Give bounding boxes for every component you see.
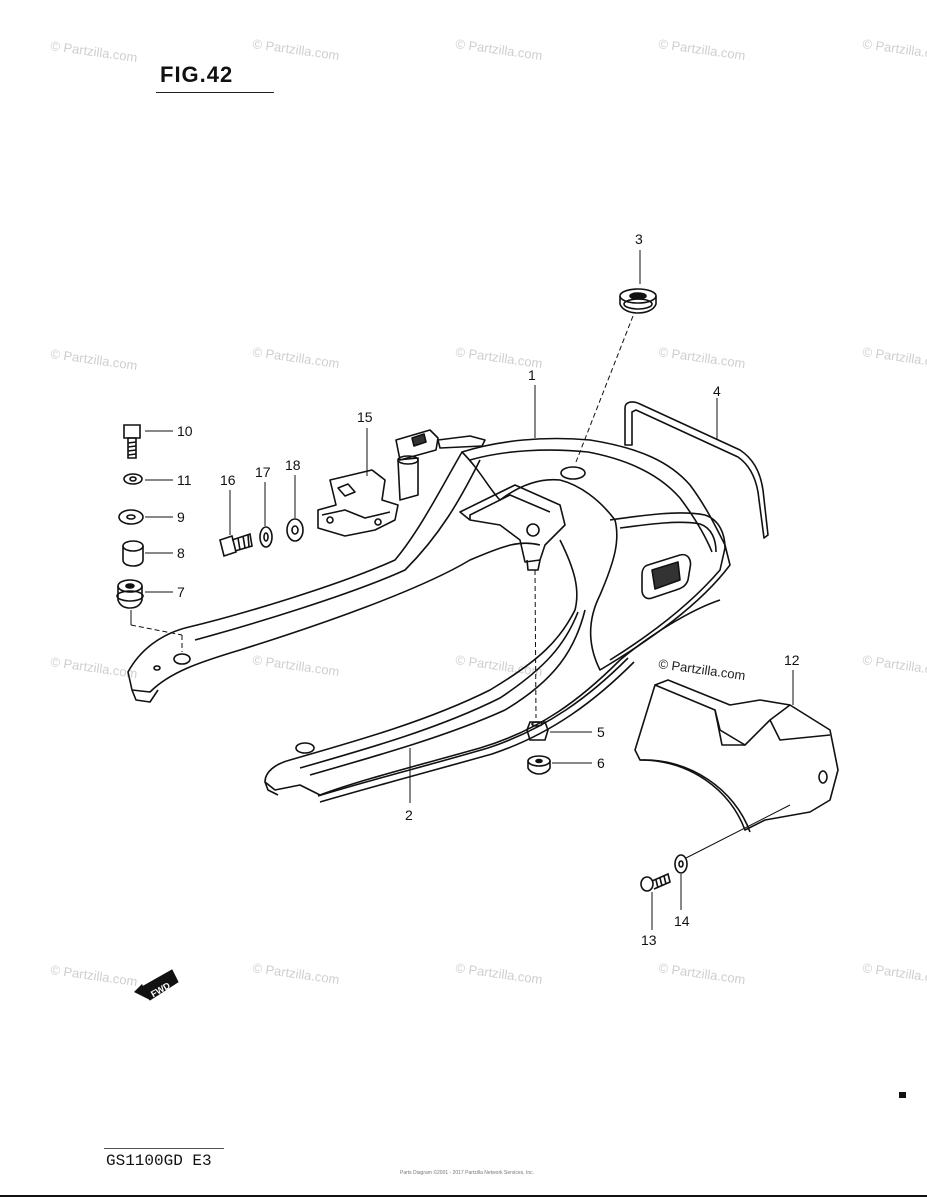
watermark: © Partzilla.com	[50, 346, 139, 373]
part-12-fender-cover	[634, 679, 839, 833]
figure-title-underline	[156, 92, 274, 93]
callout-15: 15	[357, 409, 373, 425]
callout-8: 8	[177, 545, 185, 561]
watermark: © Partzilla.com	[455, 36, 544, 63]
page-end-mark	[899, 1092, 906, 1098]
watermark: © Partzilla.com	[658, 36, 747, 63]
callout-2: 2	[405, 807, 413, 823]
part-13-screw	[640, 872, 671, 892]
callout-1: 1	[528, 367, 536, 383]
watermark: © Partzilla.com	[50, 38, 139, 65]
part-14-washer	[674, 854, 688, 874]
part-10-bolt	[123, 424, 141, 459]
part-3-grommet	[619, 288, 657, 314]
figure-title: FIG.42	[160, 62, 234, 87]
callout-18: 18	[285, 457, 301, 473]
watermark: © Partzilla.com	[252, 652, 341, 679]
watermark: © Partzilla.com	[50, 962, 139, 989]
callout-5: 5	[597, 724, 605, 740]
callout-14: 14	[674, 913, 690, 929]
callout-9: 9	[177, 509, 185, 525]
part-5-nut	[526, 721, 549, 741]
watermark: © Partzilla.com	[252, 344, 341, 371]
callout-16: 16	[220, 472, 236, 488]
leader-lines	[130, 250, 794, 930]
footer-copyright: Parts Diagram ©2001 - 2017 Partzilla Net…	[400, 1170, 535, 1176]
model-code-rule	[104, 1148, 224, 1149]
part-8-collar	[122, 540, 144, 567]
part-6-cushion	[527, 755, 551, 775]
callout-10: 10	[177, 423, 193, 439]
callout-12: 12	[784, 652, 800, 668]
watermark: © Partzilla.com	[455, 960, 544, 987]
watermark: © Partzilla.com	[862, 960, 927, 987]
watermark: © Partzilla.com	[658, 960, 747, 987]
part-16-bolt	[219, 532, 253, 558]
page-bottom-rule	[0, 1195, 927, 1197]
callout-11: 11	[177, 472, 192, 488]
fwd-arrow-icon: FWD	[134, 969, 179, 1001]
callout-13: 13	[641, 932, 657, 948]
callout-7: 7	[177, 584, 185, 600]
watermark-prominent: © Partzilla.com	[658, 656, 747, 683]
callout-3: 3	[635, 231, 643, 247]
watermark: © Partzilla.com	[862, 36, 927, 63]
watermark: © Partzilla.com	[658, 344, 747, 371]
callout-labels: 1 2 3 4 5 6 7 8 9 10 11 12 13 14 15 16 1…	[177, 231, 800, 948]
watermark: © Partzilla.com	[252, 36, 341, 63]
watermark: © Partzilla.com	[862, 344, 927, 371]
part-11-washer	[123, 473, 143, 485]
part-17-spring-washer	[259, 526, 273, 548]
part-18-washer	[286, 518, 304, 542]
part-2-seat-tail-frame	[127, 451, 721, 803]
part-15-seat-lock	[317, 429, 486, 537]
callout-6: 6	[597, 755, 605, 771]
part-4-trim-strip	[624, 401, 769, 539]
part-7-cushion	[116, 579, 144, 609]
model-code: GS1100GD E3	[106, 1152, 212, 1170]
watermark: © Partzilla.com	[862, 652, 927, 679]
part-9-washer	[118, 509, 144, 525]
part-1-tail-cover	[459, 437, 731, 671]
watermark: © Partzilla.com	[50, 654, 139, 681]
callout-4: 4	[713, 383, 721, 399]
watermark: © Partzilla.com	[252, 960, 341, 987]
callout-17: 17	[255, 464, 271, 480]
